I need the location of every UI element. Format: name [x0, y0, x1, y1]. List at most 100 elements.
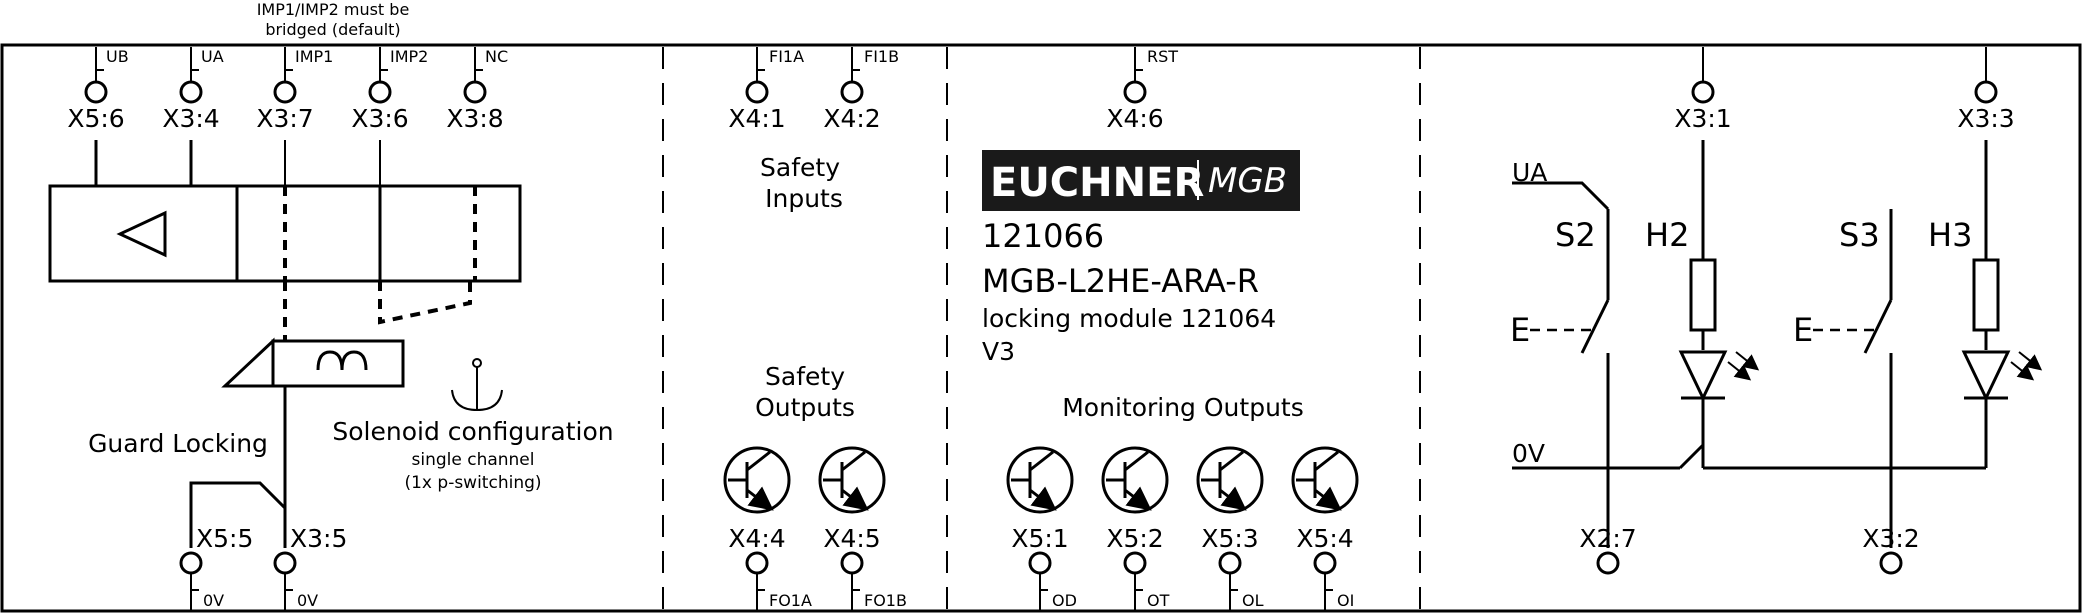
terminal-x5-2 [1123, 551, 1147, 575]
terminal-label-x3-8: X3:8 [446, 104, 503, 133]
product-model: MGB-L2HE-ARA-R [982, 262, 1259, 300]
signal-label-fi1b: FI1B [864, 47, 899, 66]
terminal-x3-8 [463, 80, 487, 104]
monitoring-outputs-label: Monitoring Outputs [1062, 393, 1304, 422]
solenoid-box [271, 339, 405, 388]
transistor-icon [1291, 446, 1359, 514]
transistor-x5-3: X5:3 OL [1196, 446, 1264, 611]
bottom-terminal-x3-2: X3:2 [1862, 524, 1920, 575]
led-h3-icon [1961, 350, 2043, 402]
solenoid-wedge [221, 337, 275, 388]
safety-inputs-line1: Safety [760, 153, 840, 182]
signal-label-ol: OL [1242, 591, 1264, 610]
transistor-x5-4: X5:4 OI [1291, 446, 1359, 611]
triangle-symbol [116, 210, 167, 258]
signal-label-fo1b: FO1B [864, 591, 907, 610]
header-note-line2: bridged (default) [265, 20, 400, 39]
signal-label-nc: NC [485, 47, 508, 66]
terminal-x3-4 [179, 80, 203, 104]
signal-label-ub: UB [106, 47, 129, 66]
terminal-x5-6 [84, 80, 108, 104]
transistor-icon [723, 446, 791, 514]
terminal-x3-3 [1974, 80, 1998, 104]
transistor-icon [1006, 446, 1074, 514]
led-h2-icon [1678, 350, 1760, 402]
label-s2: S2 [1555, 216, 1596, 254]
label-h3: H3 [1928, 216, 1972, 254]
logo-sub: MGB [1208, 161, 1287, 201]
terminal-label-x5-2: X5:2 [1106, 524, 1163, 553]
terminal-label-x5-3: X5:3 [1201, 524, 1258, 553]
solenoid-line1: single channel [411, 450, 534, 470]
transistor-icon [1101, 446, 1169, 514]
transistor-x4-4: X4:4 FO1A [723, 446, 812, 611]
label-s3: S3 [1839, 216, 1880, 254]
terminal-label-x3-1: X3:1 [1674, 104, 1731, 133]
terminal-x5-1 [1028, 551, 1052, 575]
coil-icon [316, 350, 368, 371]
header-note-line1: IMP1/IMP2 must be [257, 0, 410, 19]
terminal-label-x4-2: X4:2 [823, 104, 880, 133]
terminal-x5-4 [1313, 551, 1337, 575]
euchner-logo: EUCHNER MGB [982, 150, 1300, 211]
solenoid-line2: (1x p-switching) [404, 473, 541, 493]
signal-label-imp1: IMP1 [295, 47, 333, 66]
safety-outputs-line2: Outputs [755, 393, 855, 422]
transistor-x4-5: X4:5 FO1B [818, 446, 907, 611]
terminal-label-x5-5: X5:5 [196, 524, 253, 553]
signal-label-0v-2: 0V [297, 591, 318, 610]
logo-brand: EUCHNER [990, 160, 1204, 206]
signal-label-od: OD [1052, 591, 1077, 610]
terminal-x3-5 [273, 551, 297, 575]
terminal-x4-6 [1123, 80, 1147, 104]
terminal-label-x3-2: X3:2 [1862, 524, 1919, 553]
top-terminal-x3-3: X3:3 [1957, 47, 2015, 133]
terminal-x2-7 [1596, 551, 1620, 575]
safety-outputs-line1: Safety [765, 362, 845, 391]
anchor-icon [451, 358, 503, 412]
terminal-label-x2-7: X2:7 [1579, 524, 1636, 553]
product-order-number: 121066 [982, 217, 1104, 255]
terminal-label-x5-4: X5:4 [1296, 524, 1353, 553]
resistor-h3 [1972, 258, 2000, 332]
guard-locking-label: Guard Locking [88, 429, 268, 458]
product-version: V3 [982, 337, 1015, 366]
terminal-x3-7 [273, 80, 297, 104]
terminal-label-x3-7: X3:7 [256, 104, 313, 133]
top-terminal-rst: RST X4:6 [1106, 47, 1178, 133]
top-terminal-imp2: IMP2 X3:6 [351, 47, 428, 133]
terminal-label-x3-5: X3:5 [290, 524, 347, 553]
terminal-label-x4-5: X4:5 [823, 524, 880, 553]
terminal-x4-5 [840, 551, 864, 575]
bottom-terminal-x5-5: X5:5 0V [179, 524, 253, 611]
transistor-x5-1: X5:1 OD [1006, 446, 1077, 611]
signal-label-imp2: IMP2 [390, 47, 428, 66]
bottom-terminal-x2-7: X2:7 [1579, 524, 1637, 575]
terminal-label-x4-6: X4:6 [1106, 104, 1163, 133]
transistor-icon [1196, 446, 1264, 514]
terminal-label-x4-1: X4:1 [728, 104, 785, 133]
terminal-label-x3-3: X3:3 [1957, 104, 2014, 133]
top-terminal-imp1: IMP1 X3:7 [256, 47, 333, 133]
terminal-label-x4-4: X4:4 [728, 524, 785, 553]
signal-label-fo1a: FO1A [769, 591, 812, 610]
transistor-icon [818, 446, 886, 514]
top-terminal-fi1b: FI1B X4:2 [823, 47, 899, 133]
top-terminal-ua: UA X3:4 [162, 47, 224, 133]
safety-inputs-line2: Inputs [765, 184, 843, 213]
solenoid-title: Solenoid configuration [332, 417, 613, 446]
signal-label-rst: RST [1147, 47, 1178, 66]
terminal-x3-2 [1879, 551, 1903, 575]
bottom-terminal-x3-5: X3:5 0V [273, 524, 347, 611]
rail-label-0v: 0V [1512, 439, 1545, 468]
label-e2: E [1793, 311, 1813, 349]
terminal-label-x3-4: X3:4 [162, 104, 219, 133]
terminal-label-x5-6: X5:6 [67, 104, 124, 133]
terminal-x4-2 [840, 80, 864, 104]
terminal-x4-4 [745, 551, 769, 575]
top-terminal-ub: UB X5:6 [67, 47, 129, 133]
terminal-x3-1 [1691, 80, 1715, 104]
signal-label-ot: OT [1147, 591, 1170, 610]
resistor-h2 [1689, 258, 1717, 332]
